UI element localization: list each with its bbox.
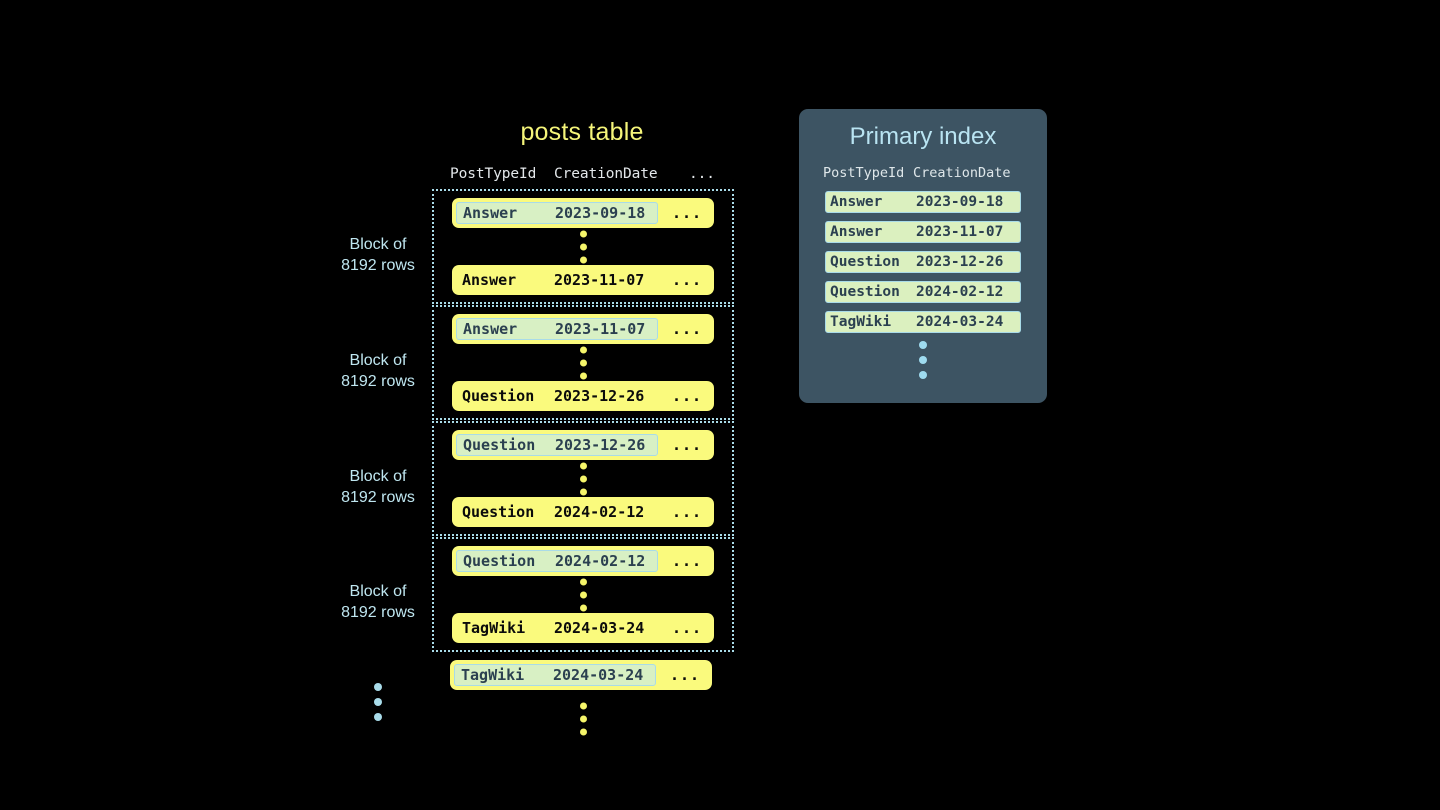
cell-creation-date: 2023-11-07 xyxy=(916,224,1004,240)
table-row: Question 2023-12-26 ... xyxy=(452,430,714,460)
vertical-ellipsis-icon xyxy=(434,462,732,495)
cell-more: ... xyxy=(671,436,703,454)
cell-more: ... xyxy=(671,320,703,338)
column-header-post-type-id: PostTypeId xyxy=(823,165,905,181)
primary-index-rows: Answer 2023-09-18 Answer 2023-11-07 Ques… xyxy=(825,191,1021,333)
table-row: Question 2023-12-26 ... xyxy=(452,381,714,411)
column-header-creation-date: CreationDate xyxy=(913,165,1011,181)
table-block: Question 2024-02-12 ... TagWiki 2024-03-… xyxy=(432,537,734,652)
posts-table-title: posts table xyxy=(520,118,644,146)
block-label: Block of 8192 rows xyxy=(330,466,426,508)
block-label-line-2: 8192 rows xyxy=(341,489,415,506)
cell-post-type-id: Answer xyxy=(463,204,518,222)
table-row: Answer 2023-09-18 ... xyxy=(452,198,714,228)
cell-creation-date: 2024-02-12 xyxy=(916,284,1004,300)
index-row: Answer 2023-11-07 xyxy=(825,221,1021,243)
cell-post-type-id: Answer xyxy=(463,320,518,338)
table-row: TagWiki 2024-03-24 ... xyxy=(450,660,712,690)
primary-index-panel: Primary index PostTypeId CreationDate An… xyxy=(799,109,1047,403)
cell-post-type-id: TagWiki xyxy=(462,619,526,637)
block-label: Block of 8192 rows xyxy=(330,581,426,623)
trailing-row-wrapper: TagWiki 2024-03-24 ... xyxy=(432,656,734,690)
block-label-line-2: 8192 rows xyxy=(341,257,415,274)
table-block: Answer 2023-09-18 ... Answer 2023-11-07 … xyxy=(432,189,734,304)
cell-creation-date: 2024-02-12 xyxy=(554,503,645,521)
cell-post-type-id: Answer xyxy=(830,194,883,210)
cell-creation-date: 2024-03-24 xyxy=(553,666,644,684)
column-header-post-type-id: PostTypeId xyxy=(450,166,537,182)
vertical-ellipsis-icon xyxy=(432,702,734,736)
cell-creation-date: 2023-09-18 xyxy=(555,204,646,222)
cell-creation-date: 2024-02-12 xyxy=(555,552,646,570)
cell-creation-date: 2023-12-26 xyxy=(555,436,646,454)
cell-post-type-id: Question xyxy=(830,284,900,300)
cell-creation-date: 2023-12-26 xyxy=(916,254,1004,270)
table-block: Question 2023-12-26 ... Question 2024-02… xyxy=(432,421,734,536)
row-key-cells: Answer 2023-11-07 xyxy=(456,318,658,340)
trailing-ellipsis-wrapper xyxy=(432,690,734,748)
row-key-cells: Question 2024-02-12 xyxy=(456,550,658,572)
table-row: Question 2024-02-12 ... xyxy=(452,497,714,527)
index-row: Question 2023-12-26 xyxy=(825,251,1021,273)
row-key-cells: Question 2023-12-26 xyxy=(456,434,658,456)
cell-more: ... xyxy=(671,387,703,405)
cell-more: ... xyxy=(671,552,703,570)
primary-index-column-headers: PostTypeId CreationDate xyxy=(823,165,1023,181)
cell-post-type-id: Question xyxy=(463,552,536,570)
block-label-line-2: 8192 rows xyxy=(341,604,415,621)
vertical-ellipsis-icon xyxy=(434,230,732,263)
left-vertical-ellipsis-icon xyxy=(330,683,426,721)
cell-post-type-id: Answer xyxy=(830,224,883,240)
posts-table-column-headers: PostTypeId CreationDate ... xyxy=(450,166,733,182)
block-label: Block of 8192 rows xyxy=(330,234,426,276)
cell-post-type-id: Answer xyxy=(462,271,517,289)
column-header-creation-date: CreationDate xyxy=(554,166,658,182)
cell-creation-date: 2023-09-18 xyxy=(916,194,1004,210)
cell-more: ... xyxy=(671,271,703,289)
block-label: Block of 8192 rows xyxy=(330,350,426,392)
row-key-cells: Answer 2023-11-07 xyxy=(456,269,656,291)
cell-post-type-id: Question xyxy=(463,436,536,454)
column-header-more: ... xyxy=(689,166,715,182)
table-row: Answer 2023-11-07 ... xyxy=(452,265,714,295)
block-label-line-1: Block of xyxy=(349,583,407,600)
cell-creation-date: 2023-11-07 xyxy=(554,271,645,289)
index-row: TagWiki 2024-03-24 xyxy=(825,311,1021,333)
row-key-cells: Answer 2023-09-18 xyxy=(456,202,658,224)
vertical-ellipsis-icon xyxy=(434,346,732,379)
cell-more: ... xyxy=(671,204,703,222)
cell-creation-date: 2023-11-07 xyxy=(555,320,646,338)
cell-more: ... xyxy=(671,619,703,637)
posts-table-blocks: Answer 2023-09-18 ... Answer 2023-11-07 … xyxy=(432,189,734,748)
row-key-cells: Question 2024-02-12 xyxy=(456,501,656,523)
cell-more: ... xyxy=(669,666,701,684)
cell-creation-date: 2024-03-24 xyxy=(554,619,645,637)
table-row: Question 2024-02-12 ... xyxy=(452,546,714,576)
row-key-cells: TagWiki 2024-03-24 xyxy=(456,617,656,639)
row-key-cells: Question 2023-12-26 xyxy=(456,385,656,407)
cell-creation-date: 2024-03-24 xyxy=(916,314,1004,330)
table-row: TagWiki 2024-03-24 ... xyxy=(452,613,714,643)
row-key-cells: TagWiki 2024-03-24 xyxy=(454,664,656,686)
primary-index-title: Primary index xyxy=(849,123,997,150)
index-row: Answer 2023-09-18 xyxy=(825,191,1021,213)
cell-creation-date: 2023-12-26 xyxy=(554,387,645,405)
cell-post-type-id: Question xyxy=(830,254,900,270)
cell-post-type-id: TagWiki xyxy=(461,666,525,684)
table-row: Answer 2023-11-07 ... xyxy=(452,314,714,344)
cell-post-type-id: Question xyxy=(462,387,535,405)
index-vertical-ellipsis-icon xyxy=(799,341,1047,379)
cell-post-type-id: Question xyxy=(462,503,535,521)
block-label-line-1: Block of xyxy=(349,352,407,369)
block-label-line-2: 8192 rows xyxy=(341,373,415,390)
cell-more: ... xyxy=(671,503,703,521)
block-label-line-1: Block of xyxy=(349,468,407,485)
table-block: Answer 2023-11-07 ... Question 2023-12-2… xyxy=(432,305,734,420)
index-row: Question 2024-02-12 xyxy=(825,281,1021,303)
cell-post-type-id: TagWiki xyxy=(830,314,892,330)
vertical-ellipsis-icon xyxy=(434,578,732,611)
block-label-line-1: Block of xyxy=(349,236,407,253)
